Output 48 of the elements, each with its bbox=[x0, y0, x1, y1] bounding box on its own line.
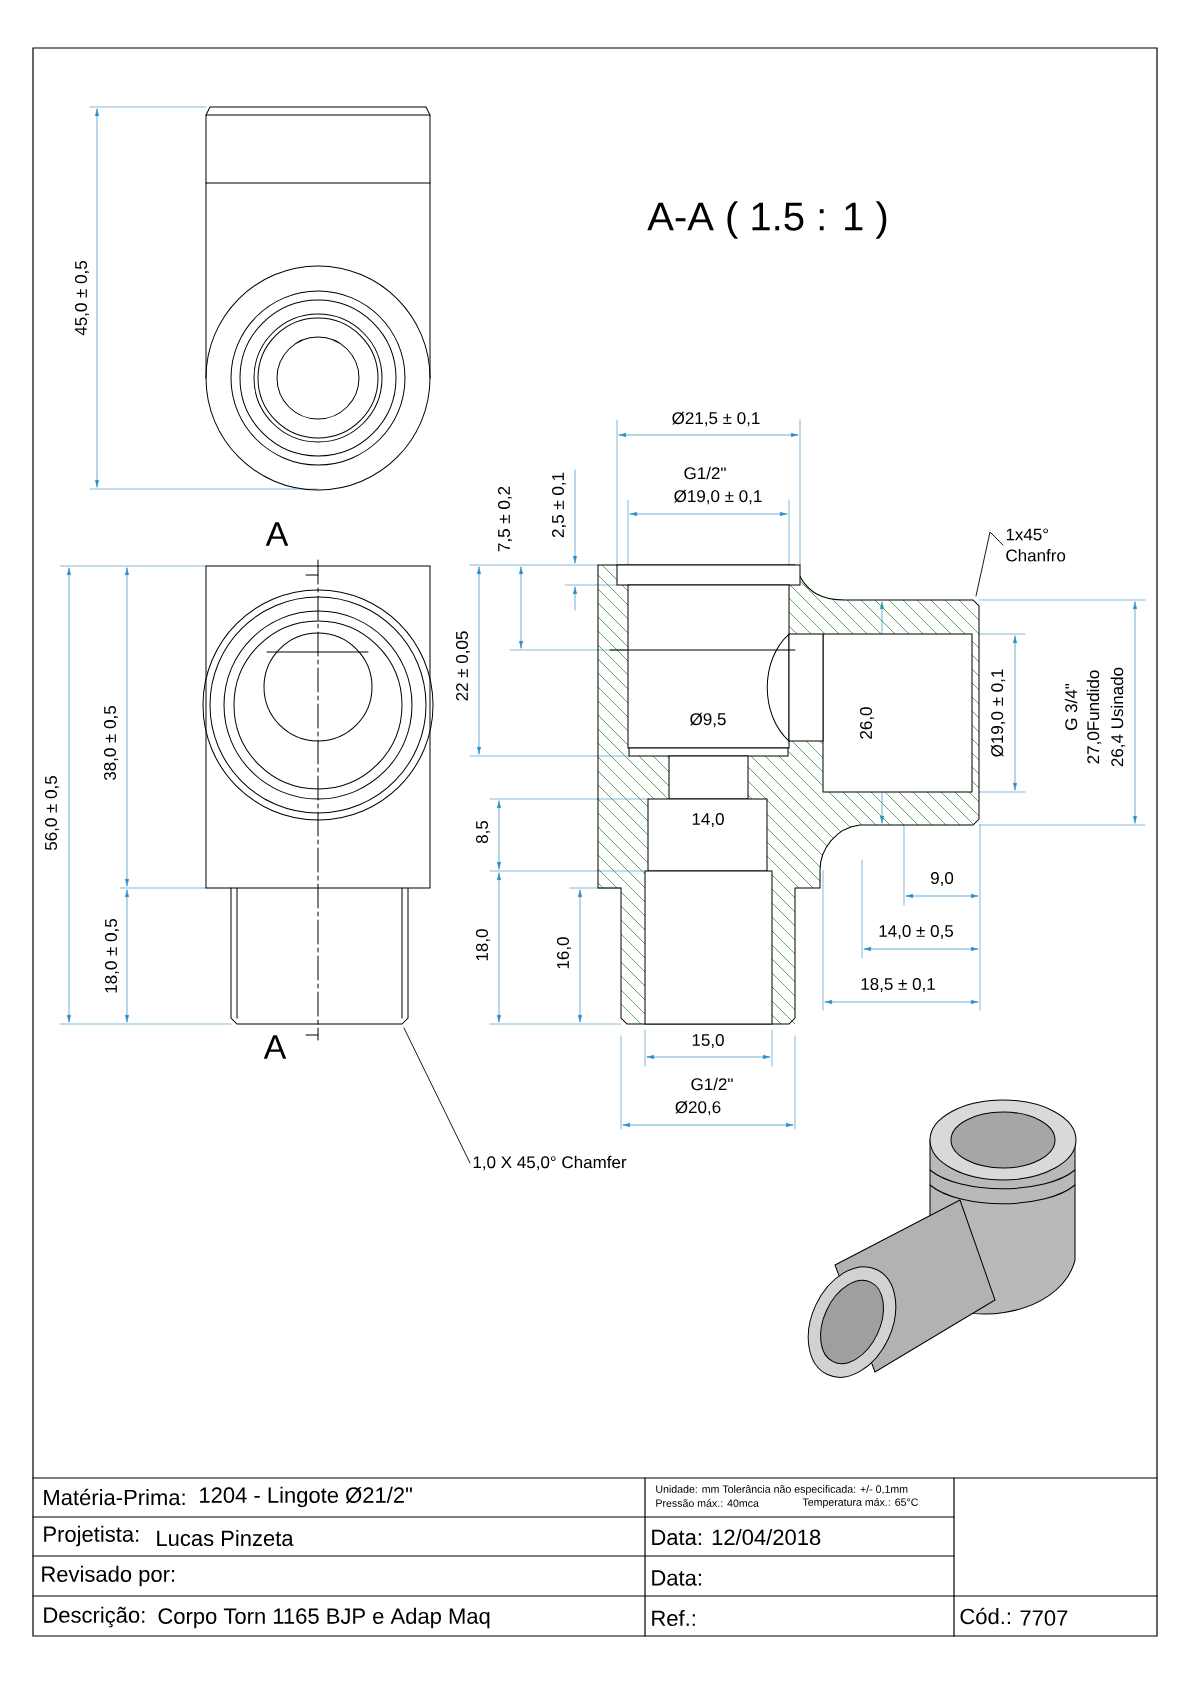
dimension-text: 27,0Fundido bbox=[1086, 670, 1102, 764]
title-block-text: Matéria-Prima: bbox=[44, 1488, 185, 1506]
dimension-text: Ø9,5 bbox=[690, 712, 726, 728]
title-block-text: Unidade: mm Tolerância não especificada: +/- 0,1mm bbox=[656, 1485, 908, 1495]
title-block-text: Ref.: bbox=[652, 1609, 695, 1627]
dimension-text: G1/2" bbox=[691, 1077, 733, 1091]
callout-text: 1x45° Chanfro bbox=[1006, 528, 1066, 562]
title-block-text: 1204 - Lingote Ø21/2" bbox=[200, 1486, 412, 1508]
callout-text: 1,0 X 45,0° Chamfer bbox=[473, 1155, 627, 1171]
title-block-text: Data: 12/04/2018 bbox=[652, 1528, 821, 1546]
dimension-text: 26,4 Usinado bbox=[1110, 667, 1126, 767]
dimension-text: Ø21,5 ± 0,1 bbox=[672, 411, 760, 427]
title-block-text: Pressão máx.: 40mca bbox=[656, 1499, 759, 1507]
title-block-text: Projetista: bbox=[44, 1525, 139, 1547]
section-letter: A bbox=[265, 522, 289, 546]
dimension-text: 22 ± 0,05 bbox=[456, 631, 470, 701]
dimension-text: 7,5 ± 0,2 bbox=[498, 486, 512, 552]
dimension-text: 8,5 bbox=[476, 820, 490, 844]
leader-line bbox=[975, 531, 1004, 597]
title-block-text: Lucas Pinzeta bbox=[157, 1529, 294, 1547]
dimension-text: 9,0 bbox=[930, 872, 954, 886]
dimension-text: 26,0 bbox=[860, 707, 874, 739]
view-title: A-A ( 1.5 : 1 ) bbox=[647, 201, 887, 239]
dimension-text: 16,0 bbox=[557, 937, 571, 969]
dimension-text: 2,5 ± 0,1 bbox=[552, 472, 566, 538]
dimension-text: Ø19,0 ± 0,1 bbox=[990, 669, 1006, 757]
title-block-text: Cód.: bbox=[960, 1607, 1010, 1625]
dimension-text: G 3/4" bbox=[1064, 683, 1078, 730]
title-block-text: Descrição: bbox=[44, 1606, 145, 1628]
title-block-text: Corpo Torn 1165 BJP e Adap Maq bbox=[158, 1607, 490, 1629]
dimension-text: 18,0 ± 0,5 bbox=[105, 919, 119, 993]
dimension-text: 15,0 bbox=[692, 1034, 724, 1048]
title-block-text: Data: bbox=[652, 1570, 701, 1586]
dimension-text: 45,0 ± 0,5 bbox=[75, 260, 89, 336]
dimension-text: 14,0 bbox=[692, 813, 724, 827]
section-letter: A bbox=[263, 1035, 287, 1059]
dimension-text: 56,0 ± 0,5 bbox=[45, 776, 59, 851]
dimension-text: 14,0 ± 0,5 bbox=[879, 925, 954, 939]
dimension-text: 18,5 ± 0,1 bbox=[861, 978, 935, 992]
dimension-text: G1/2" bbox=[684, 466, 726, 480]
title-block-text: Temperatura máx.: 65°C bbox=[802, 1498, 918, 1508]
dimension-text: Ø20,6 bbox=[675, 1100, 721, 1116]
leader-line bbox=[403, 1027, 471, 1164]
dimension-text: 18,0 bbox=[476, 929, 490, 961]
title-block-text: Revisado por: bbox=[42, 1565, 175, 1587]
dimension-text: 38,0 ± 0,5 bbox=[104, 705, 118, 781]
title-block-text: 7707 bbox=[1020, 1610, 1068, 1626]
dimension-text: Ø19,0 ± 0,1 bbox=[674, 489, 762, 505]
